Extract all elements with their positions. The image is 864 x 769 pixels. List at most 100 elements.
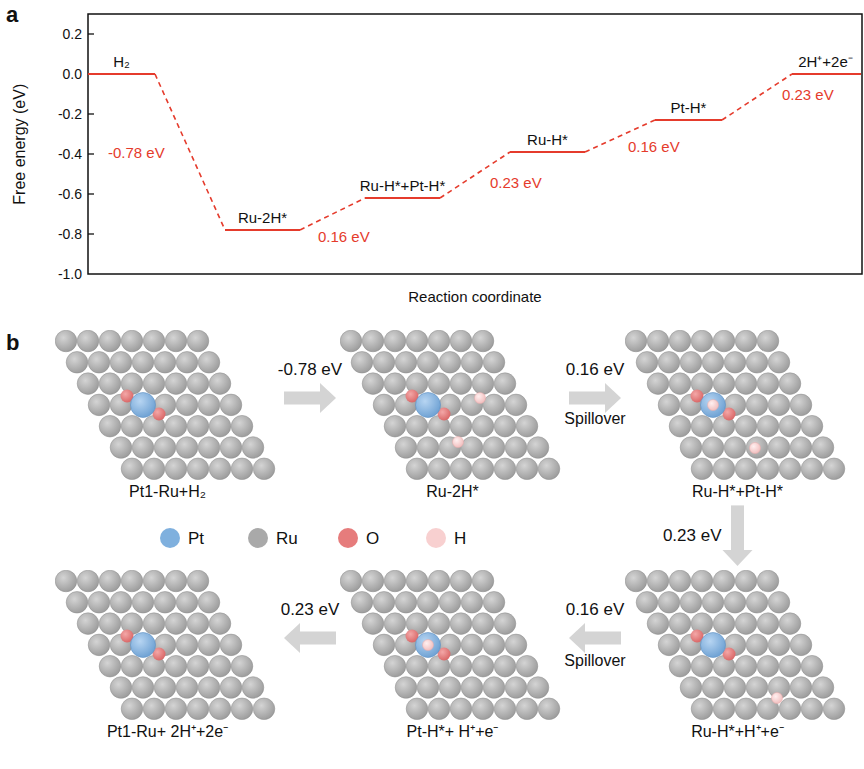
ru-atom — [779, 415, 801, 437]
ru-atom — [669, 655, 691, 677]
ru-atom — [165, 415, 187, 437]
ru-atom — [220, 394, 242, 416]
ru-atom — [165, 373, 187, 395]
ru-atom — [538, 698, 560, 720]
ru-atom — [669, 613, 691, 635]
ru-atom — [779, 655, 801, 677]
ru-atom — [636, 352, 658, 374]
ru-atom — [494, 698, 516, 720]
ru-atom — [428, 613, 450, 635]
ru-atom — [99, 373, 121, 395]
reaction-arrow — [284, 383, 336, 413]
axis-title: Reaction coordinate — [408, 288, 541, 305]
ru-atom — [680, 352, 702, 374]
ru-atom — [713, 330, 735, 352]
energy-connector — [300, 198, 365, 230]
ru-atom — [66, 592, 88, 614]
ru-atom — [461, 352, 483, 374]
ru-atom — [176, 592, 198, 614]
ru-atom — [77, 613, 99, 635]
ru-atom — [647, 570, 669, 592]
y-ticks — [88, 34, 94, 234]
ru-atom — [779, 373, 801, 395]
ru-atom — [494, 655, 516, 677]
ru-atom — [746, 592, 768, 614]
ru-atom — [209, 415, 231, 437]
arrow-head — [723, 550, 753, 566]
reaction-arrow — [723, 505, 753, 566]
ru-atom — [746, 677, 768, 699]
ru-atom — [461, 677, 483, 699]
ru-atom — [99, 655, 121, 677]
ru-atom — [658, 634, 680, 656]
ru-atom — [362, 330, 384, 352]
process-note: Spillover — [564, 410, 625, 428]
level-bar — [365, 197, 440, 199]
ru-atom — [395, 437, 417, 459]
ru-atom — [702, 677, 724, 699]
ru-atom — [231, 698, 253, 720]
ru-atom — [165, 613, 187, 635]
ru-atom — [373, 352, 395, 374]
ru-atom — [395, 592, 417, 614]
ru-atom — [384, 570, 406, 592]
ru-atom — [472, 330, 494, 352]
surface-state: Pt-H*+ H⁺+e⁻ — [340, 570, 565, 741]
ru-atom — [220, 634, 242, 656]
pt-atom — [701, 633, 726, 658]
energy-level: 2H⁺+2e⁻ — [789, 53, 862, 75]
ru-atom — [735, 330, 757, 352]
ru-atom — [823, 458, 845, 480]
ru-atom — [88, 634, 110, 656]
level-bar — [655, 119, 722, 121]
ru-atom — [143, 613, 165, 635]
ru-atom — [395, 352, 417, 374]
ru-atom — [154, 437, 176, 459]
ru-atom — [757, 655, 779, 677]
ru-atom — [472, 570, 494, 592]
ru-atom — [483, 677, 505, 699]
ru-atom — [472, 373, 494, 395]
ru-atom — [176, 677, 198, 699]
arrow-shaft — [298, 632, 336, 645]
ru-atom — [428, 570, 450, 592]
ru-atom — [154, 592, 176, 614]
ru-atom — [77, 330, 99, 352]
ru-atom — [154, 677, 176, 699]
energy-connector — [722, 74, 792, 120]
ru-atom — [406, 655, 428, 677]
ru-atom — [461, 634, 483, 656]
ru-atom — [691, 570, 713, 592]
ru-atom — [801, 458, 823, 480]
legend-swatch — [338, 528, 358, 548]
ru-atom — [647, 373, 669, 395]
ru-atom — [373, 394, 395, 416]
h-atom — [453, 437, 464, 448]
ru-atom — [77, 373, 99, 395]
surface-state: Ru-2H* — [340, 330, 565, 501]
ru-atom — [669, 330, 691, 352]
ru-atom — [187, 613, 209, 635]
tick-label: -1.0 — [58, 266, 82, 282]
ru-atom — [757, 570, 779, 592]
pt-atom — [416, 393, 441, 418]
ru-atom — [801, 415, 823, 437]
ru-atom — [99, 613, 121, 635]
ru-atom — [625, 330, 647, 352]
ru-atom — [417, 592, 439, 614]
ru-atom — [99, 570, 121, 592]
energy-level: Ru-H* — [508, 131, 587, 153]
ru-atom — [702, 592, 724, 614]
level-bar — [510, 151, 585, 153]
arrow-shaft — [731, 505, 744, 552]
h-atom — [423, 640, 434, 651]
ru-atom — [472, 458, 494, 480]
ru-atom — [746, 352, 768, 374]
energy-change: 0.23 eV — [281, 600, 340, 620]
ru-atom — [483, 634, 505, 656]
ru-atom — [735, 613, 757, 635]
ru-atom — [439, 352, 461, 374]
surface-state: Ru-H*+H⁺+e⁻ — [625, 570, 850, 741]
ru-atom — [757, 330, 779, 352]
state-caption: Pt1-Ru+H₂ — [55, 483, 280, 501]
